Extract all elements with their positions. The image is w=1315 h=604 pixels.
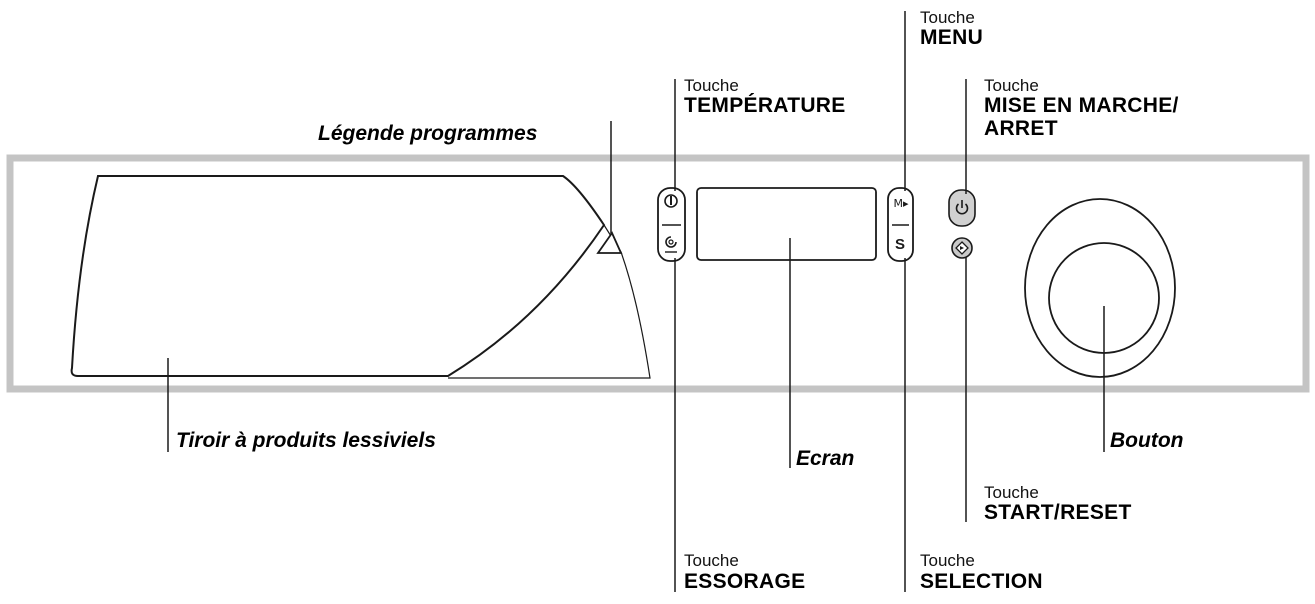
temperature-touche-label: Touche [684, 76, 739, 95]
power-label-line2: ARRET [984, 117, 1058, 140]
start-reset-touche-label: Touche [984, 483, 1039, 502]
spin-icon[interactable] [665, 236, 677, 253]
selection-button-glyph[interactable]: S [895, 236, 905, 253]
spin-touche-label: Touche [684, 551, 739, 570]
power-label-line1: MISE EN MARCHE/ [984, 94, 1179, 117]
menu-label: MENU [920, 26, 984, 49]
menu-touche-label: Touche [920, 8, 975, 27]
menu-button-glyph[interactable]: M▸ [893, 197, 908, 210]
spin-label: ESSORAGE [684, 570, 806, 593]
display-screen [696, 187, 877, 261]
start-reset-label: START/RESET [984, 501, 1132, 524]
callout-lines [167, 11, 1105, 592]
program-legend-label: Légende programmes [318, 122, 538, 145]
knob-label: Bouton [1110, 429, 1184, 452]
power-touche-label: Touche [984, 76, 1039, 95]
display-label: Ecran [796, 447, 855, 470]
temperature-icon[interactable] [664, 194, 678, 208]
detergent-drawer [70, 175, 606, 377]
power-icon [955, 200, 969, 215]
start-diamond-icon [955, 241, 969, 255]
program-legend-tab [596, 231, 623, 254]
drawer-side-panel [448, 224, 651, 379]
panel-frame [6, 154, 1310, 393]
selection-touche-label: Touche [920, 551, 975, 570]
detergent-drawer-label: Tiroir à produits lessiviels [176, 429, 436, 452]
temperature-label: TEMPÉRATURE [684, 94, 846, 117]
selection-label: SELECTION [920, 570, 1043, 593]
